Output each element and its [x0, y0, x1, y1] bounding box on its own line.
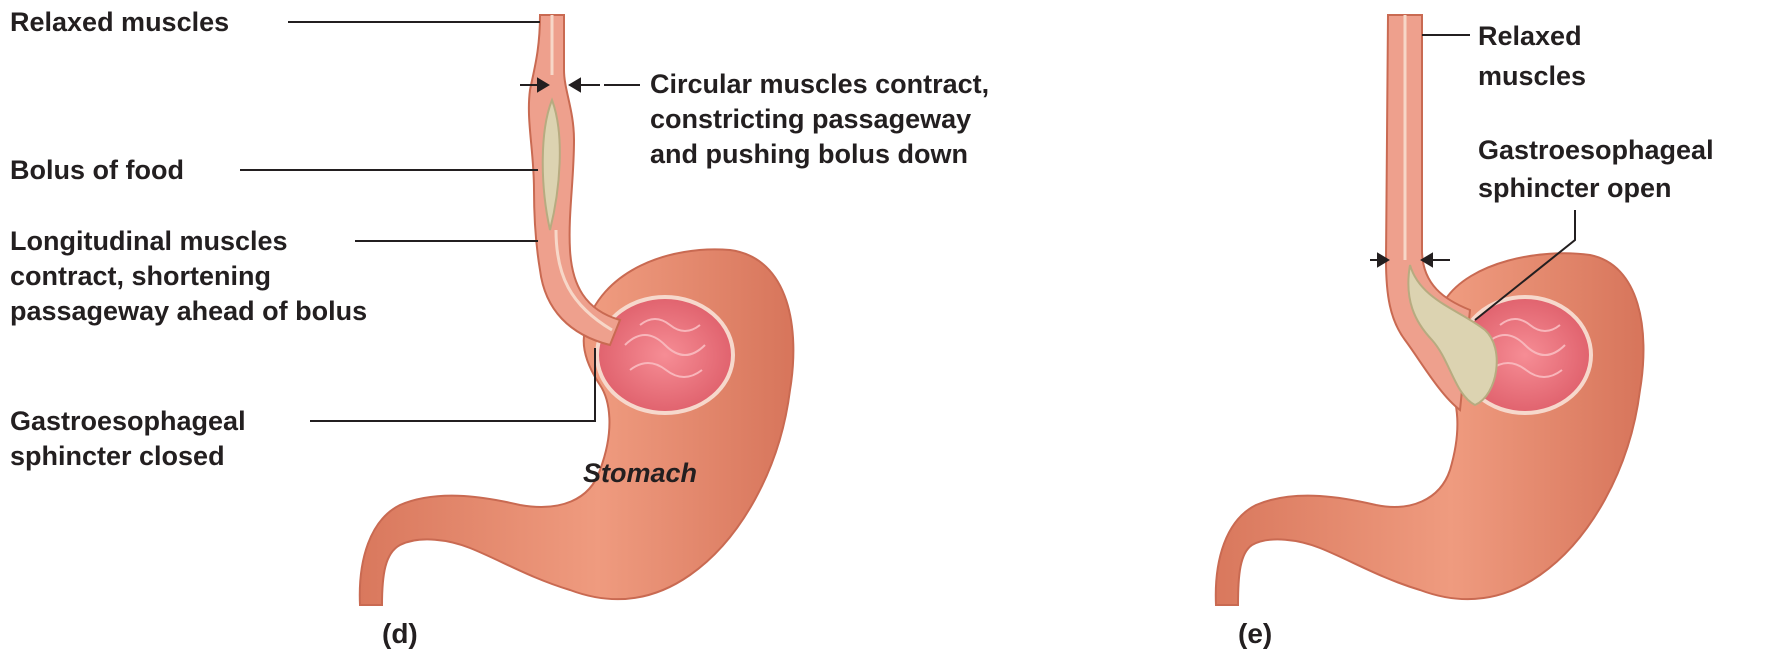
label-sphincter-e-2: sphincter open	[1478, 172, 1672, 204]
label-circular-1: Circular muscles contract,	[650, 68, 989, 100]
stomach-lumen-d	[597, 297, 733, 413]
label-sphincter-e-1: Gastroesophageal	[1478, 134, 1714, 166]
label-relaxed-e-2: muscles	[1478, 60, 1586, 92]
panel-d-tag: (d)	[382, 618, 418, 650]
label-relaxed-muscles-d: Relaxed muscles	[10, 6, 229, 38]
label-longitudinal-2: contract, shortening	[10, 260, 271, 292]
label-bolus: Bolus of food	[10, 154, 184, 186]
label-circular-2: constricting passageway	[650, 103, 971, 135]
label-circular-3: and pushing bolus down	[650, 138, 968, 170]
label-sphincter-d-2: sphincter closed	[10, 440, 225, 472]
label-longitudinal-3: passageway ahead of bolus	[10, 295, 367, 327]
label-sphincter-d-1: Gastroesophageal	[10, 405, 246, 437]
panel-e-tag: (e)	[1238, 618, 1272, 650]
panel-e-drawing	[1216, 15, 1644, 605]
label-longitudinal-1: Longitudinal muscles	[10, 225, 288, 257]
label-stomach: Stomach	[583, 458, 697, 489]
panel-d-leaders	[240, 22, 640, 421]
label-relaxed-e-1: Relaxed	[1478, 20, 1582, 52]
